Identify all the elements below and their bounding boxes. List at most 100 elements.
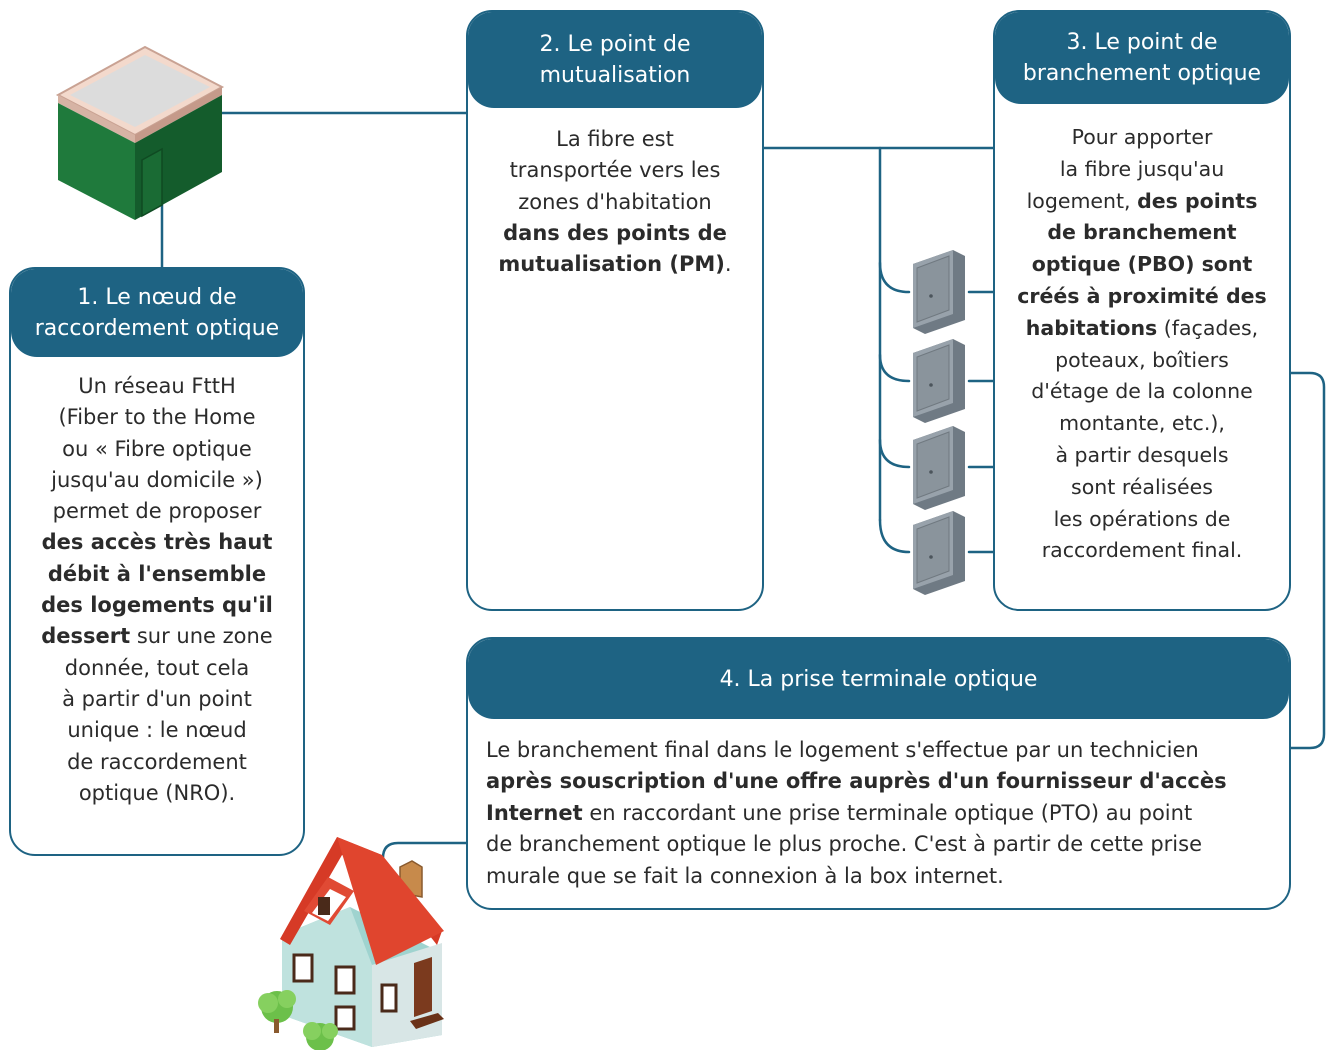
text-line: après souscription d'une offre auprès d'… xyxy=(486,766,1273,797)
card-nro: 1. Le nœud de raccordement optique Un ré… xyxy=(9,267,305,856)
text: sont réalisées xyxy=(1071,474,1213,499)
house-icon xyxy=(258,837,444,1050)
pbo-box-icon xyxy=(913,250,965,334)
bold-text: mutualisation (PM) xyxy=(498,252,725,277)
connector-pbo-branch-4 xyxy=(878,518,911,554)
text-line: de branchement xyxy=(1005,217,1279,249)
pbo-box-icon xyxy=(913,426,965,510)
card-pto-title: 4. La prise terminale optique xyxy=(719,666,1038,692)
text-line: zones d'habitation xyxy=(478,187,752,218)
card-pbo: 3. Le point de branchement optique Pour … xyxy=(993,10,1291,611)
text-line: ou « Fibre optique xyxy=(21,434,293,465)
bold-text: dans des points de xyxy=(503,220,727,245)
text: optique (NRO). xyxy=(78,780,236,805)
text-line: des logements qu'il xyxy=(21,590,293,621)
text-line: à partir d'un point xyxy=(21,684,293,715)
text-line: poteaux, boîtiers xyxy=(1005,345,1279,377)
text: Un réseau FttH xyxy=(78,374,236,398)
text-line: les opérations de xyxy=(1005,504,1279,536)
text-line: dessert sur une zone xyxy=(21,621,293,652)
text-line: sont réalisées xyxy=(1005,472,1279,504)
text-line: murale que se fait la connexion à la box… xyxy=(486,861,1273,892)
text-line: unique : le nœud xyxy=(21,715,293,746)
nro-building-icon xyxy=(55,45,225,220)
bold-text: habitations xyxy=(1025,315,1158,340)
connector-pbo-to-pto-bracket xyxy=(1289,371,1326,750)
text: ou « Fibre optique xyxy=(62,436,252,461)
text-line: La fibre est xyxy=(478,124,752,155)
text: logement, xyxy=(1026,188,1138,213)
bold-text: des accès très haut xyxy=(41,530,273,555)
text-line: Un réseau FttH xyxy=(21,371,293,402)
text-line: Internet en raccordant une prise termina… xyxy=(486,798,1273,829)
connector-pbo-right-box xyxy=(967,290,995,554)
card-pm-title-line-2: mutualisation xyxy=(539,63,691,88)
text-line: dans des points de xyxy=(478,218,752,249)
card-nro-body: Un réseau FttH (Fiber to the Home ou « Fib… xyxy=(11,357,303,809)
bold-text: débit à l'ensemble xyxy=(47,561,267,586)
bold-text: créés à proximité des xyxy=(1017,283,1267,308)
bold-text: après souscription d'une offre auprès d'… xyxy=(486,769,1227,794)
card-pbo-header: 3. Le point de branchement optique xyxy=(995,12,1289,104)
card-nro-header: 1. Le nœud de raccordement optique xyxy=(11,269,303,357)
text: donnée, tout cela xyxy=(64,655,250,680)
bold-text: des logements qu'il xyxy=(41,593,273,618)
text: à partir desquels xyxy=(1055,442,1229,467)
text-line: d'étage de la colonne xyxy=(1005,376,1279,408)
text: (Fiber to the Home xyxy=(58,405,256,430)
text-line: montante, etc.), xyxy=(1005,408,1279,440)
card-pbo-title-line-2: branchement optique xyxy=(1022,61,1262,86)
text: en raccordant une prise terminale optiqu… xyxy=(582,800,1193,825)
text-line: raccordement final. xyxy=(1005,535,1279,567)
bold-text: Internet xyxy=(486,800,583,825)
text: permet de proposer xyxy=(52,499,262,524)
text-line: des accès très haut xyxy=(21,527,293,558)
text: murale que se fait la connexion à la box… xyxy=(486,863,1004,888)
card-pm-header: 2. Le point de mutualisation xyxy=(468,12,762,108)
text-line: optique (NRO). xyxy=(21,778,293,809)
text-line: transportée vers les xyxy=(478,155,752,186)
bold-text: de branchement xyxy=(1047,220,1237,245)
card-nro-title-line-2: raccordement optique xyxy=(34,316,280,341)
text: transportée vers les xyxy=(509,158,721,183)
text: poteaux, boîtiers xyxy=(1055,347,1229,372)
text-line: débit à l'ensemble xyxy=(21,559,293,590)
card-pto: 4. La prise terminale optique Le branche… xyxy=(466,637,1291,910)
text: unique : le nœud xyxy=(67,718,247,743)
connector-pbo-branch-1 xyxy=(878,261,911,294)
connector-pbo-branch-3 xyxy=(878,438,911,469)
text-line: donnée, tout cela xyxy=(21,653,293,684)
text: raccordement final. xyxy=(1041,538,1243,563)
text-line: à partir desquels xyxy=(1005,440,1279,472)
bold-text: optique (PBO) sont xyxy=(1031,252,1253,277)
text-line: optique (PBO) sont xyxy=(1005,249,1279,281)
text: La fibre est xyxy=(556,127,674,151)
text-line: de raccordement xyxy=(21,747,293,778)
text-line: habitations (façades, xyxy=(1005,313,1279,345)
text: jusqu'au domicile ») xyxy=(51,467,263,492)
text-line: la fibre jusqu'au xyxy=(1005,154,1279,186)
text-line: jusqu'au domicile ») xyxy=(21,465,293,496)
text: Le branchement final dans le logement s'… xyxy=(486,738,1199,762)
card-pm-body: La fibre est transportée vers les zones d'… xyxy=(468,108,762,280)
card-pto-body: Le branchement final dans le logement s'… xyxy=(468,719,1289,892)
text-line: permet de proposer xyxy=(21,496,293,527)
text: montante, etc.), xyxy=(1059,411,1225,436)
bold-text: des points xyxy=(1137,188,1258,213)
text-line: Le branchement final dans le logement s'… xyxy=(486,735,1273,766)
card-pm-title-line-1: 2. Le point de xyxy=(539,32,691,57)
text: d'étage de la colonne xyxy=(1031,379,1253,404)
text: de raccordement xyxy=(67,749,247,774)
card-nro-title-line-1: 1. Le nœud de xyxy=(77,285,237,310)
card-pbo-title-line-1: 3. Le point de xyxy=(1066,30,1218,55)
text: . xyxy=(724,252,732,277)
card-pto-header: 4. La prise terminale optique xyxy=(468,639,1289,719)
connector-pbo-branch-2 xyxy=(878,353,911,383)
text-line: créés à proximité des xyxy=(1005,281,1279,313)
bold-text: dessert xyxy=(41,624,131,649)
text-line: de branchement optique le plus proche. C… xyxy=(486,829,1273,860)
card-pm: 2. Le point de mutualisation La fibre es… xyxy=(466,10,764,611)
text: sur une zone xyxy=(130,624,273,649)
